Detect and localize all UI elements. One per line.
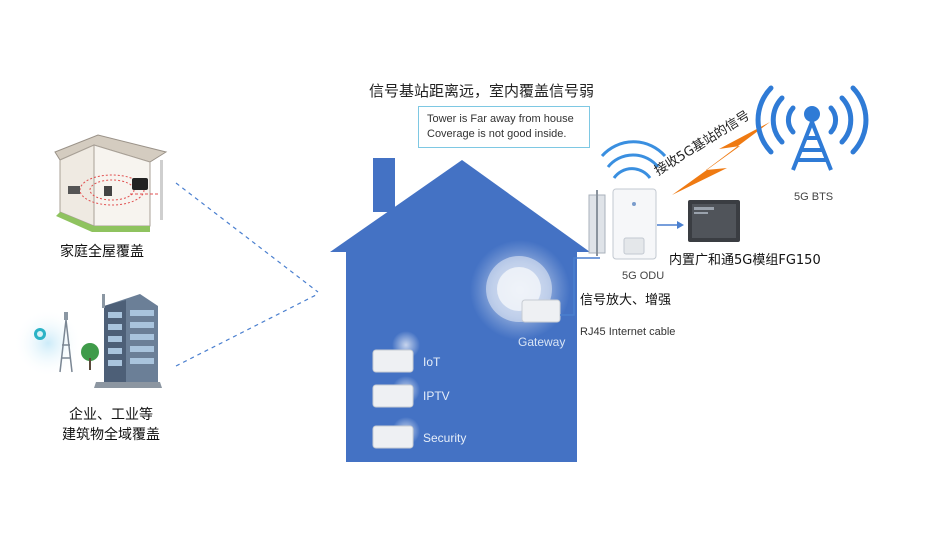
enterprise-coverage-label: 企业、工业等 建筑物全域覆盖 xyxy=(44,405,178,445)
enterprise-label-line-2: 建筑物全域覆盖 xyxy=(62,427,160,443)
cable-label: RJ45 Internet cable xyxy=(580,326,676,338)
tower-callout-box: Tower is Far away from house Coverage is… xyxy=(418,106,590,148)
gateway-router-icon xyxy=(470,240,570,340)
device-label-iptv: IPTV xyxy=(423,389,450,403)
rj45-cable xyxy=(560,257,600,316)
home-coverage-label: 家庭全屋覆盖 xyxy=(60,244,144,260)
callout-line-1: Tower is Far away from house xyxy=(427,113,574,125)
security-device-icon xyxy=(372,417,420,449)
lightning-signal-arrow xyxy=(672,122,770,195)
odu-label: 5G ODU xyxy=(622,270,665,282)
5g-module-chip-icon xyxy=(688,200,740,242)
enterprise-label-line-1: 企业、工业等 xyxy=(69,407,153,423)
dashed-connector-lines xyxy=(175,182,319,367)
module-arrow xyxy=(657,221,684,229)
outdoor-unit-icon xyxy=(588,188,657,260)
home-coverage-illustration xyxy=(54,134,168,232)
bts-label: 5G BTS xyxy=(794,191,834,203)
diagram-title: 信号基站距离远，室内覆盖信号弱 xyxy=(369,82,595,100)
iot-device-icon xyxy=(372,331,420,373)
device-label-iot: IoT xyxy=(423,355,441,369)
callout-line-2: Coverage is not good inside. xyxy=(427,128,567,140)
cell-tower-icon xyxy=(755,85,869,171)
iptv-device-icon xyxy=(372,376,420,408)
odu-signal-arcs-icon xyxy=(600,140,667,179)
enterprise-building-illustration xyxy=(14,294,162,388)
gateway-label: Gateway xyxy=(518,335,566,349)
device-label-security: Security xyxy=(423,431,467,445)
module-label: 内置广和通5G模组FG150 xyxy=(669,253,821,268)
amplify-label: 信号放大、增强 xyxy=(580,293,672,308)
